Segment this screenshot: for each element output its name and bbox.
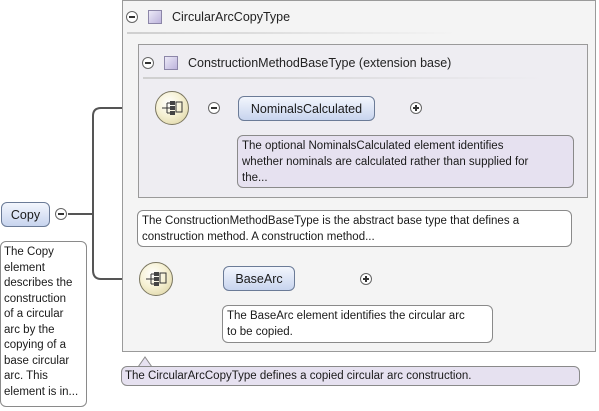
minus-circle-icon[interactable] <box>55 208 67 220</box>
callout-pointer <box>137 356 153 368</box>
base-arc-documentation: The BaseArc element identifies the circu… <box>222 305 493 343</box>
nominals-calculated-element-node[interactable]: NominalsCalculated <box>238 96 375 121</box>
title-underline <box>127 32 457 34</box>
minus-circle-icon[interactable] <box>208 102 221 114</box>
copy-element-node[interactable]: Copy <box>1 202 50 227</box>
connector-sequence-upper-branch <box>92 107 155 280</box>
minus-circle-icon[interactable] <box>142 57 154 69</box>
sequence-symbol <box>146 272 167 286</box>
base-arc-label: BaseArc <box>235 271 283 286</box>
copy-documentation: The Copy element describes the construct… <box>0 241 87 407</box>
plus-circle-icon[interactable] <box>409 102 422 114</box>
sequence-compositor-icon[interactable] <box>139 262 173 296</box>
type-documentation: The CircularArcCopyType defines a copied… <box>121 366 580 386</box>
nominals-calculated-documentation: The optional NominalsCalculated element … <box>237 135 574 188</box>
plus-circle-icon[interactable] <box>360 273 373 285</box>
title-underline <box>143 77 543 79</box>
sequence-compositor-icon[interactable] <box>155 91 189 125</box>
base-type-documentation: The ConstructionMethodBaseType is the ab… <box>137 210 572 247</box>
type-name: CircularArcCopyType <box>172 10 291 24</box>
nominals-calculated-label: NominalsCalculated <box>250 101 363 116</box>
sequence-symbol <box>162 101 183 115</box>
minus-circle-icon[interactable] <box>126 11 138 23</box>
copy-element-label: Copy <box>10 207 41 222</box>
complex-type-icon <box>148 10 162 24</box>
base-arc-element-node[interactable]: BaseArc <box>223 266 295 291</box>
complex-type-icon <box>164 56 178 70</box>
base-type-name: ConstructionMethodBaseType (extension ba… <box>188 56 452 70</box>
